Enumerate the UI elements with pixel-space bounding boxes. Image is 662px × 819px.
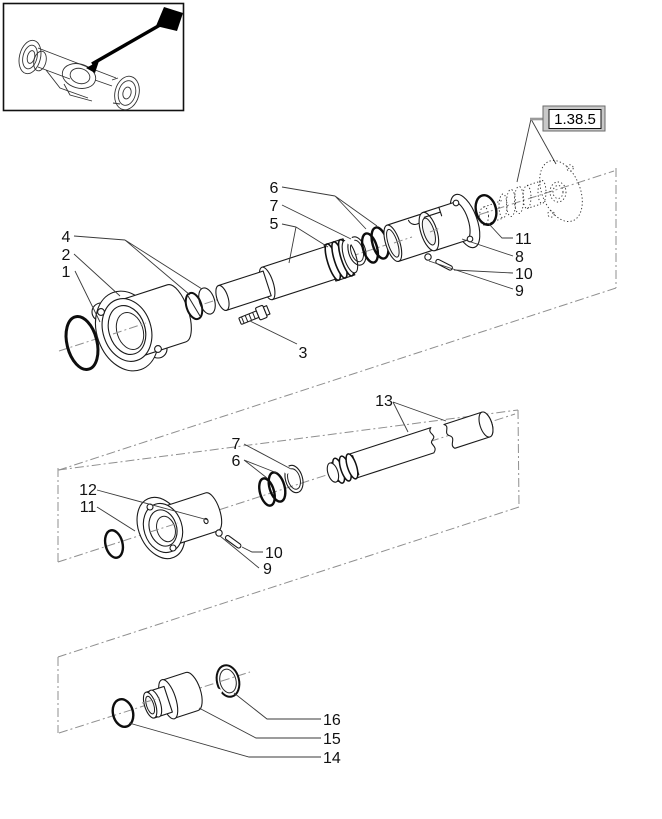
callout-bot-15: 15 [323,731,341,748]
assembly-middle [103,411,494,560]
part-5-shaft [215,238,359,311]
location-thumbnail [2,2,185,112]
part-7m-snap-ring [280,463,304,494]
callout-bot-16: 16 [323,712,341,729]
callout-mid-11: 11 [80,499,97,516]
callout-mid-13: 13 [375,393,393,410]
mating-part-dotted [479,160,583,226]
callout-top-10: 10 [515,266,533,283]
part-4-bearing [184,287,216,321]
axle-art [18,39,140,111]
part-10-pin [435,258,453,271]
part-13-tube-short [443,411,494,449]
part-13-tube-long [326,427,436,484]
part-1-o-ring [64,315,100,371]
assembly-top [64,193,498,372]
callout-top-8: 8 [515,249,524,266]
callout-mid-10: 10 [265,545,283,562]
callout-top-9: 9 [515,283,524,300]
callout-mid-7: 7 [232,436,241,453]
callout-bot-14: 14 [323,750,341,767]
callout-top-3: 3 [299,345,308,362]
section-ref-label[interactable]: 1.38.5 [554,111,596,128]
part-11m-o-ring [103,529,125,559]
part-16-snap-ring [210,664,241,700]
callout-top-11: 11 [515,231,532,248]
callout-labels: 4 2 1 6 7 5 3 11 8 10 9 13 7 6 12 11 10 … [62,180,533,767]
callout-mid-6: 6 [232,453,241,470]
ref-box [548,109,602,129]
part-15-hub [142,671,203,720]
location-arrow [86,7,183,73]
assembly-bottom [111,664,241,728]
callout-top-2: 2 [62,247,71,264]
callout-top-5: 5 [270,216,279,233]
part-3-bolt [238,305,271,325]
callout-top-1: 1 [62,264,71,281]
callout-top-6: 6 [270,180,279,197]
part-9m-ball [215,529,223,537]
part-9-ball [424,253,432,261]
callout-mid-12: 12 [79,482,97,499]
leader-lines [73,186,514,758]
part-2-housing [91,284,192,372]
part-8-yoke [418,193,481,252]
part-12-sleeve [136,492,223,560]
section-ref[interactable]: 1.38.5 [516,105,606,183]
callout-top-7: 7 [270,198,279,215]
part-14-o-ring [111,698,135,728]
callout-mid-9: 9 [263,561,272,578]
part-10m-pin [224,535,242,549]
callout-top-4: 4 [62,229,71,246]
part-6m-rings [258,471,287,507]
